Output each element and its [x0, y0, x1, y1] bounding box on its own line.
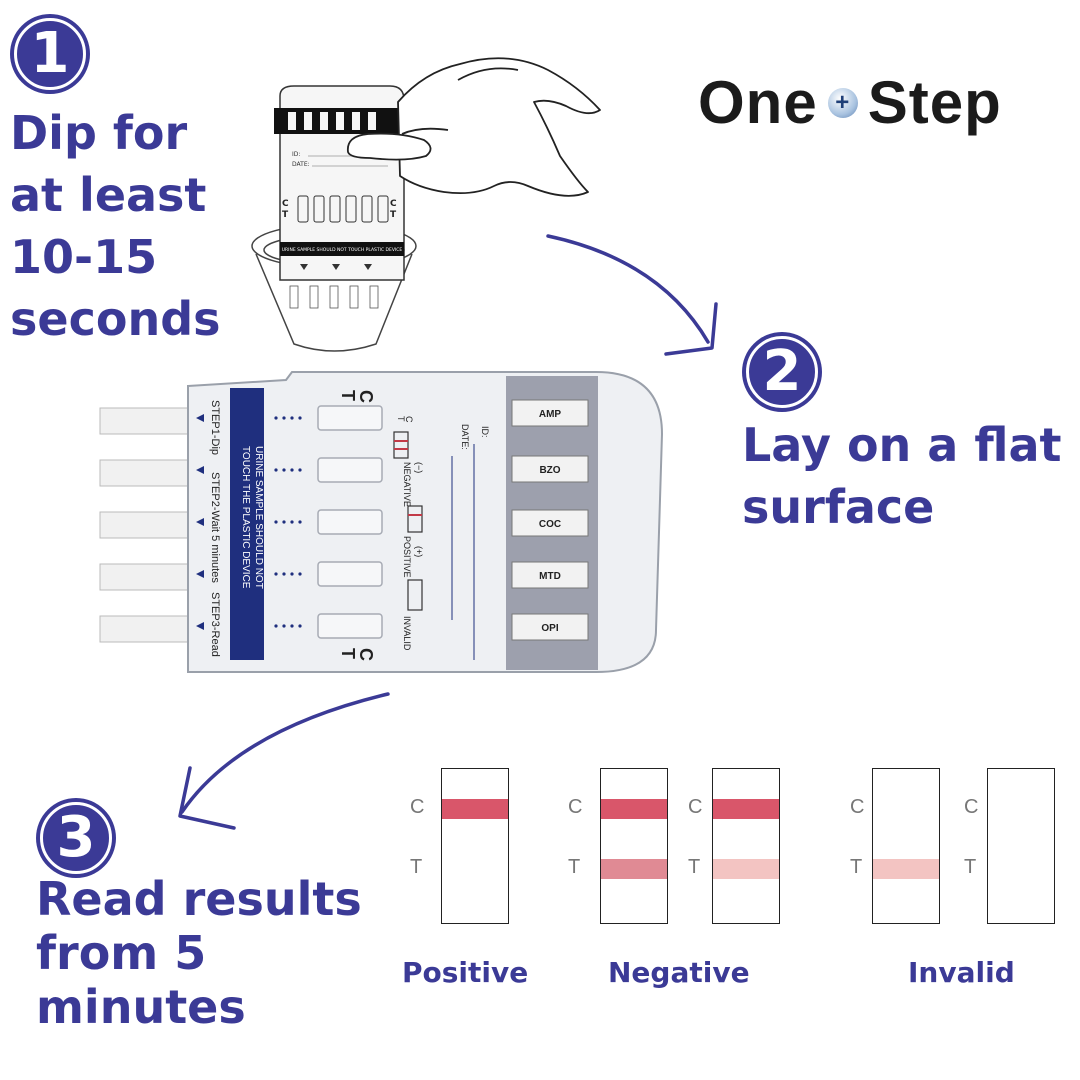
device-t-label-top: T — [338, 390, 358, 401]
control-band — [442, 799, 508, 819]
test-band — [713, 859, 779, 879]
device-legend-t: T — [396, 416, 406, 422]
brand-name-part1: One — [698, 69, 818, 136]
result-c-letter: C — [568, 796, 583, 818]
step-1-text: Dip for at least 10-15 seconds — [10, 102, 221, 350]
control-band — [713, 799, 779, 819]
result-t-letter: T — [964, 856, 977, 878]
step-1-badge: 1 — [10, 14, 90, 94]
step-1-line: Dip for — [10, 106, 188, 160]
step-1-line: seconds — [10, 292, 221, 346]
device-date-label: DATE: — [460, 424, 470, 450]
cup-test-card: ID: DATE: C T C T URINE SAMPLE SHOULD NO… — [274, 85, 405, 309]
cup-card-warning: URINE SAMPLE SHOULD NOT TOUCH PLASTIC DE… — [282, 247, 403, 253]
result-card-invalid-1 — [872, 768, 940, 924]
result-c-letter: C — [410, 796, 425, 818]
control-band — [601, 799, 667, 819]
device-id-label: ID: — [480, 426, 490, 438]
drug-windows — [511, 399, 589, 641]
test-band — [601, 859, 667, 879]
result-t-letter: T — [850, 856, 863, 878]
result-wells — [317, 405, 383, 639]
step-3-text: Read results from 5 minutes — [36, 872, 362, 1034]
device-positive-sign: (+) — [414, 546, 424, 557]
step-1-number: 1 — [30, 21, 70, 86]
step-2-number: 2 — [762, 339, 802, 404]
drug-label: COC — [539, 519, 561, 530]
svg-text:C: C — [390, 199, 397, 209]
cup-card-date: DATE: — [292, 161, 310, 168]
invalid-label: Invalid — [908, 956, 1015, 989]
device-warning-line2: TOUCH THE PLASTIC DEVICE — [240, 446, 251, 589]
step-2-text: Lay on a flat surface — [742, 414, 1061, 538]
step-3-line: from 5 — [36, 926, 207, 980]
result-c-letter: C — [850, 796, 865, 818]
test-band — [873, 859, 939, 879]
device-c-label-top: C — [356, 390, 376, 403]
plus-icon: + — [827, 88, 858, 119]
cup-card-id: ID: — [292, 151, 300, 158]
device-t-label-bottom: T — [338, 648, 358, 659]
curved-arrow-icon — [546, 234, 718, 356]
result-card-positive — [441, 768, 509, 924]
drug-label: OPI — [541, 623, 558, 634]
brand-name-part2: Step — [867, 69, 1002, 136]
step-3-number: 3 — [56, 805, 96, 870]
device-negative-sign: (−) — [414, 462, 424, 473]
step-1-line: at least — [10, 168, 207, 222]
device-c-label-bottom: C — [356, 648, 376, 661]
hand-icon — [346, 57, 601, 197]
device-invalid-label: INVALID — [402, 616, 412, 651]
device-warning-panel — [230, 388, 264, 660]
device-step-1: STEP1-Dip — [209, 400, 221, 455]
svg-text:C: C — [282, 199, 289, 209]
device-step-2: STEP2-Wait 5 minutes — [209, 472, 221, 583]
test-device: C T C T STEP1-Dip STEP2-Wait 5 minutes S… — [99, 371, 664, 673]
svg-text:T: T — [390, 210, 397, 220]
result-t-letter: T — [688, 856, 701, 878]
svg-text:T: T — [282, 210, 289, 220]
step-3-badge: 3 — [36, 798, 116, 878]
step-2-line: Lay on a flat — [742, 418, 1062, 472]
result-card-invalid-2 — [987, 768, 1055, 924]
positive-label: Positive — [402, 956, 529, 989]
step-3-line: minutes — [36, 980, 246, 1034]
drug-label: MTD — [539, 571, 561, 582]
result-c-letter: C — [964, 796, 979, 818]
result-c-letter: C — [688, 796, 703, 818]
test-strips — [99, 407, 193, 643]
result-card-negative-2 — [712, 768, 780, 924]
curved-arrow-icon — [178, 692, 390, 830]
device-positive-label: POSITIVE — [402, 536, 412, 578]
dip-illustration: ID: DATE: C T C T URINE SAMPLE SHOULD NO… — [251, 57, 601, 352]
drug-label: AMP — [539, 409, 562, 420]
negative-label: Negative — [608, 956, 750, 989]
result-t-letter: T — [568, 856, 581, 878]
step-3-line: Read results — [36, 872, 362, 926]
device-warning-line1: URINE SAMPLE SHOULD NOT — [253, 446, 264, 589]
result-card-negative-1 — [600, 768, 668, 924]
device-legend-c: C — [404, 416, 414, 423]
brand-logo: One + Step — [698, 68, 1002, 137]
step-2-badge: 2 — [742, 332, 822, 412]
device-negative-label: NEGATIVE — [402, 462, 412, 507]
step-1-line: 10-15 — [10, 230, 158, 284]
step-2-line: surface — [742, 480, 935, 534]
device-step-3: STEP3-Read — [209, 592, 221, 657]
drug-label: BZO — [539, 465, 560, 476]
result-t-letter: T — [410, 856, 423, 878]
